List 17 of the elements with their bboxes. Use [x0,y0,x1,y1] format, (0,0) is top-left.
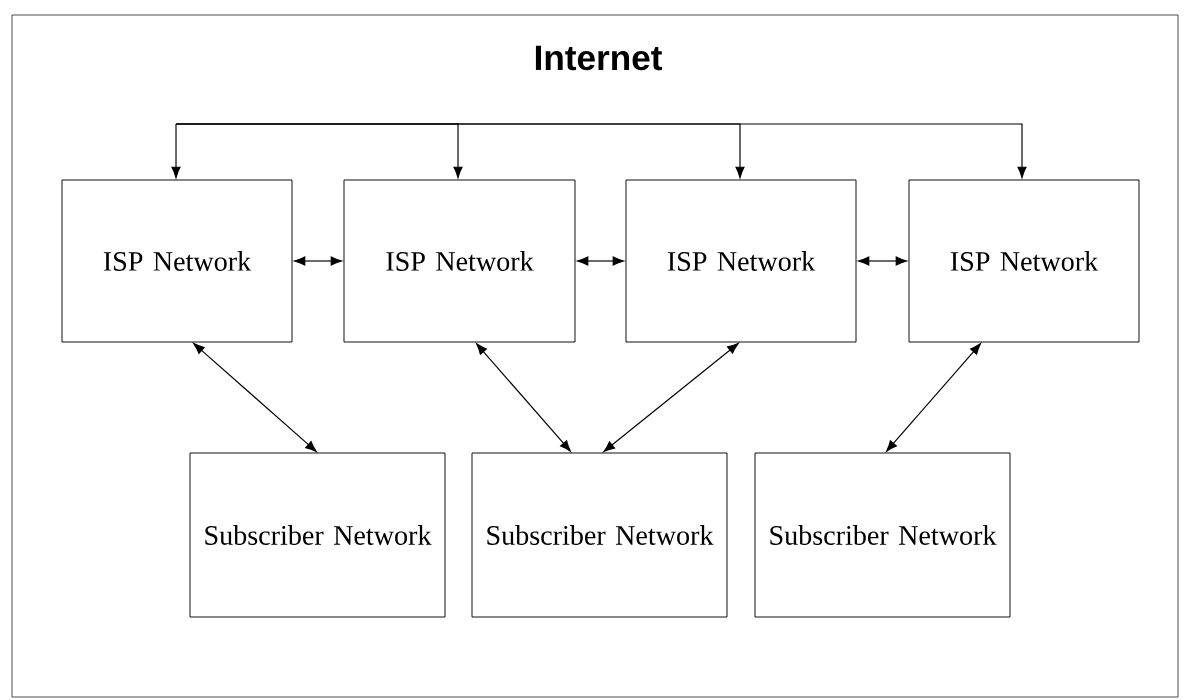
arrow [576,256,625,266]
network-box: ISP Network [625,179,857,343]
network-box: Subscriber Network [754,452,1011,618]
arrow [171,123,181,179]
arrow [293,256,343,266]
network-box: ISP Network [908,179,1140,343]
arrow [603,342,739,453]
arrow [857,256,908,266]
title: Internet [535,45,662,71]
network-box: ISP Network [343,179,576,343]
arrow [476,343,571,452]
arrow [886,343,981,452]
network-box: Subscriber Network [189,452,446,618]
network-box: ISP Network [61,179,293,343]
arrow [193,343,317,452]
network-box: Subscriber Network [471,452,728,618]
arrow [175,123,1027,179]
